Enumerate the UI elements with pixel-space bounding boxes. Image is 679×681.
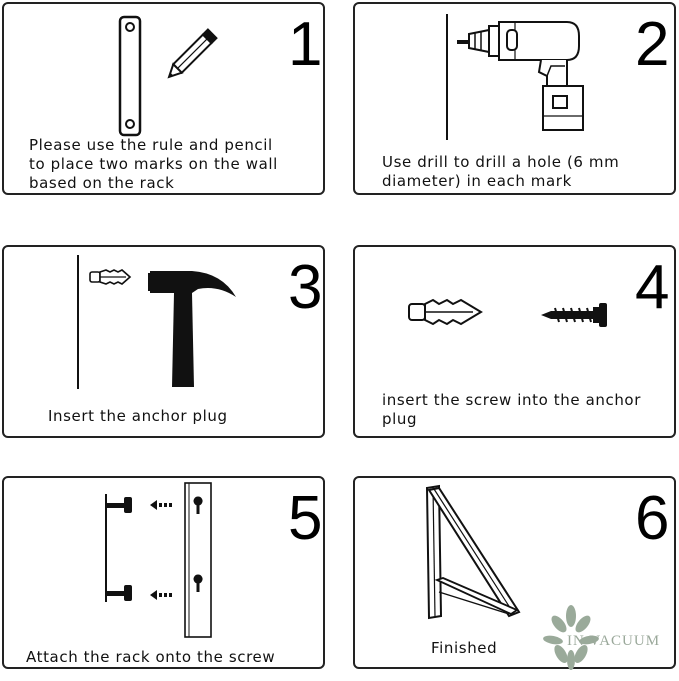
step-4-panel: 4 insert the screw into the anchor plug xyxy=(353,245,676,438)
watermark-text: IN VACUUM xyxy=(567,633,661,649)
step-6-panel: IN VACUUM 6 Finished xyxy=(353,476,676,670)
arrow-left-icon xyxy=(150,590,172,600)
step-5-panel: 5 Attach the rack onto the screw xyxy=(2,476,325,669)
hammer-icon xyxy=(148,271,236,387)
wall-line xyxy=(77,255,79,389)
screw-head-icon xyxy=(106,585,132,601)
step-number: 5 xyxy=(288,484,323,553)
step-number: 4 xyxy=(635,253,670,322)
step-caption: insert the screw into the anchor plug xyxy=(382,391,641,428)
step-number: 6 xyxy=(635,484,670,553)
step-3-panel: 3 Insert the anchor plug xyxy=(2,245,325,438)
step-caption: Attach the rack onto the screw xyxy=(26,648,276,666)
watermark-flower-icon xyxy=(543,605,599,670)
anchor-plug-icon xyxy=(89,269,132,285)
step-2-panel: 2 Use drill to drill a hole (6 mm diamet… xyxy=(353,2,676,195)
pencil-icon xyxy=(167,28,218,79)
step-caption: Finished xyxy=(431,639,498,657)
wall-line xyxy=(446,14,448,140)
step-1-panel: 1 Please use the rule and pencil to plac… xyxy=(2,2,325,195)
ruler-icon xyxy=(118,15,142,137)
anchor-plug-icon xyxy=(408,298,483,326)
step-caption: Please use the rule and pencil to place … xyxy=(29,136,278,192)
arrow-left-icon xyxy=(150,500,172,510)
step-caption: Use drill to drill a hole (6 mm diameter… xyxy=(382,153,620,190)
step-number: 3 xyxy=(288,253,323,322)
drill-icon xyxy=(457,21,584,131)
folded-rack-icon xyxy=(425,484,521,620)
step-number: 2 xyxy=(635,10,670,79)
rack-bracket-icon xyxy=(184,482,212,638)
screw-head-icon xyxy=(106,497,132,513)
screw-icon xyxy=(541,303,607,327)
wall-line xyxy=(105,494,107,602)
step-number: 1 xyxy=(288,10,323,79)
step-caption: Insert the anchor plug xyxy=(48,407,228,425)
